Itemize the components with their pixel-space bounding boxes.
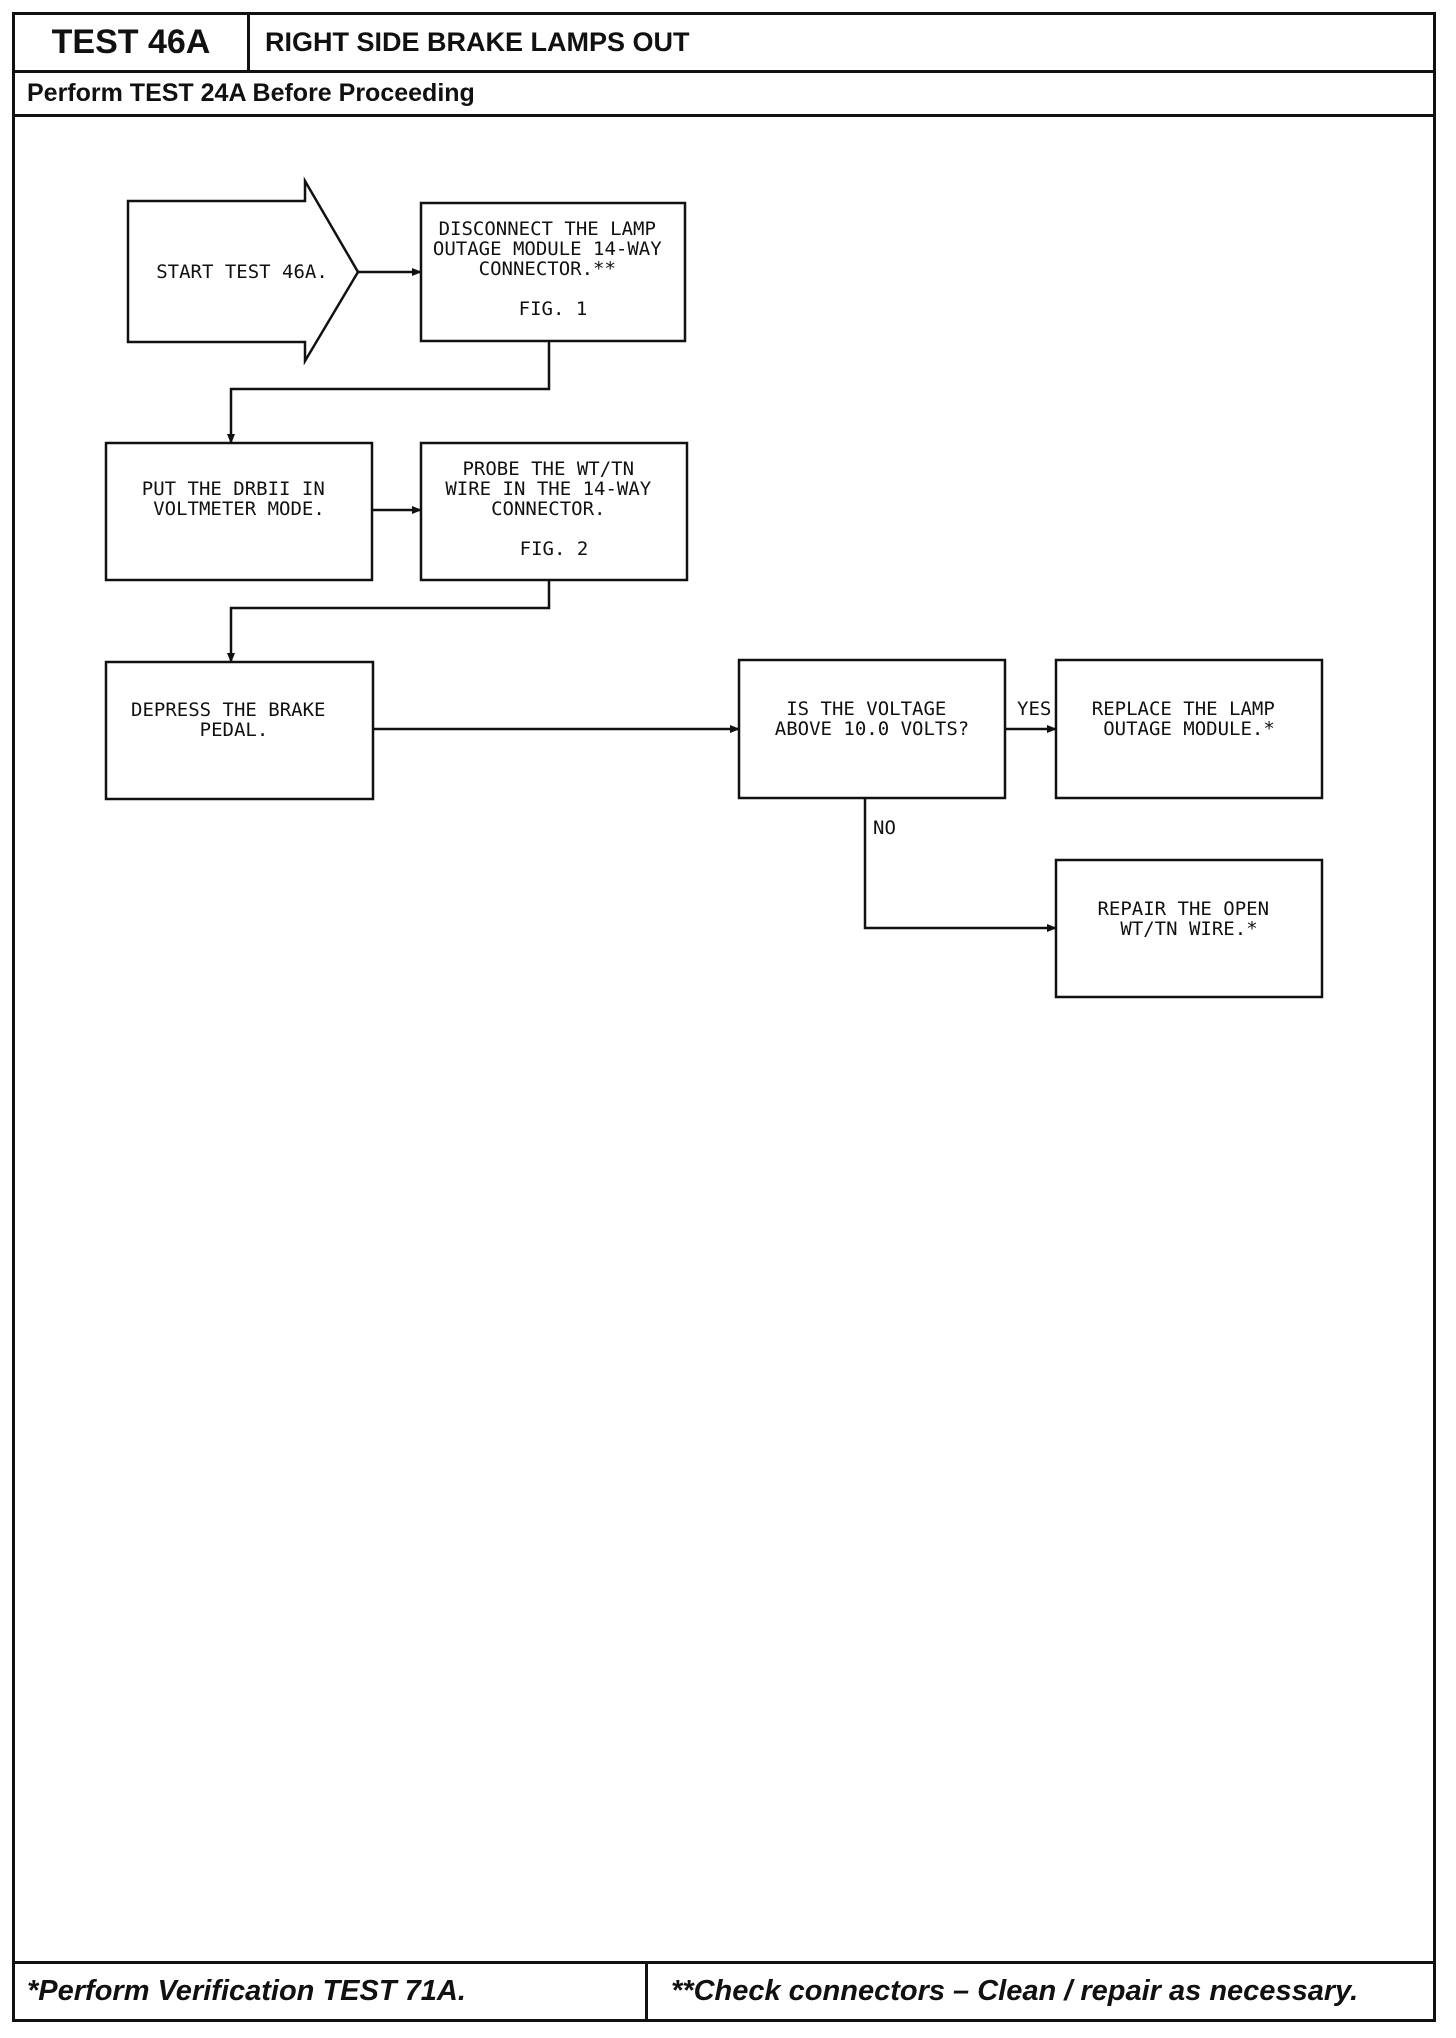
step-voltmeter-box: [104, 441, 374, 582]
step-voltmeter-text: PUT THE DRBII IN VOLTMETER MODE.: [142, 478, 336, 520]
step-disconnect-text: DISCONNECT THE LAMP OUTAGE MODULE 14-WAY…: [433, 218, 673, 320]
result-replace-box: [1054, 658, 1324, 800]
connector-step1-to-step2: [227, 341, 551, 444]
step-probe-box: [419, 441, 689, 582]
footer: *Perform Verification TEST 71A. **Check …: [15, 1961, 1433, 2019]
step-probe-text: PROBE THE WT/TN WIRE IN THE 14-WAY CONNE…: [445, 458, 662, 560]
step-depress-text: DEPRESS THE BRAKE PEDAL.: [131, 699, 337, 741]
decision-voltage-text: IS THE VOLTAGE ABOVE 10.0 VOLTS?: [775, 698, 969, 740]
footer-connector-note: **Check connectors – Clean / repair as n…: [671, 1975, 1359, 2007]
footer-verification-note: *Perform Verification TEST 71A.: [15, 1964, 648, 2019]
decision-voltage-box: [737, 658, 1007, 800]
result-replace-text: REPLACE THE LAMP OUTAGE MODULE.*: [1092, 698, 1286, 740]
test-id: TEST 46A: [15, 15, 250, 70]
start-label: START TEST 46A.: [156, 261, 328, 283]
prerequisite-note: Perform TEST 24A Before Proceeding: [15, 73, 1433, 117]
connector-decision-no: [863, 798, 1057, 932]
step-depress-box: [104, 660, 375, 801]
start-arrow-shape: [126, 176, 360, 366]
result-repair-text: REPAIR THE OPEN WT/TN WIRE.*: [1097, 898, 1280, 940]
step-disconnect-box: [419, 201, 687, 343]
connector-step3-to-step4: [227, 580, 551, 663]
no-label: NO: [873, 817, 896, 839]
yes-label: YES: [1017, 698, 1051, 720]
header-row: TEST 46A RIGHT SIDE BRAKE LAMPS OUT: [15, 15, 1433, 73]
test-title: RIGHT SIDE BRAKE LAMPS OUT: [265, 27, 690, 57]
result-repair-box: [1054, 858, 1324, 999]
test-page: TEST 46A RIGHT SIDE BRAKE LAMPS OUT Perf…: [12, 12, 1436, 2022]
